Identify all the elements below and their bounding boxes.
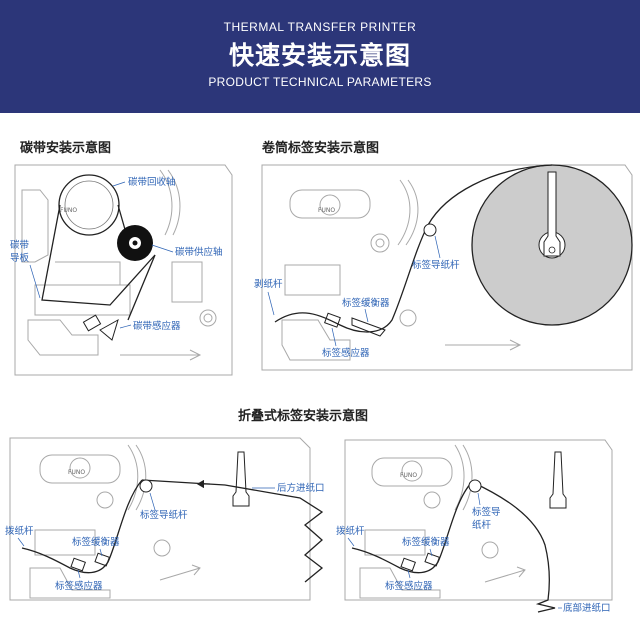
- bottom-buffer: [400, 552, 440, 572]
- rear-cover-hub-label: FUNO: [68, 469, 85, 476]
- bottom-guide-curve-2: [462, 444, 473, 511]
- ribbon-rewind-roll: [58, 174, 120, 236]
- ribbon-rewind-shaft-label: 碳带回收轴: [128, 176, 176, 188]
- ribbon-frame-part: [21, 189, 49, 263]
- bottom-knob: [481, 541, 499, 559]
- rear-guide-bar: [139, 479, 153, 493]
- ribbon-feed-arrow: [120, 349, 202, 361]
- rear-entry-bracket: [232, 451, 250, 507]
- roll-buffer-label: 标签缓衡器: [342, 297, 390, 309]
- header-title: 快速安装示意图: [228, 41, 411, 70]
- bottom-guide-bar-label-1: 标签导: [472, 506, 501, 518]
- rear-cover-hub: [69, 457, 91, 479]
- roll-guide-curve-2: [405, 179, 419, 246]
- bottom-diagram: [344, 439, 613, 601]
- roll-feed-arrow: [445, 339, 522, 351]
- roll-section-title: 卷筒标签安装示意图: [262, 141, 380, 156]
- bottom-peel-bar-label: 拨纸杆: [336, 525, 365, 537]
- rear-buffer-label: 标签缓衡器: [72, 536, 120, 548]
- ribbon-rewind-hub-label: FUNO: [60, 207, 77, 214]
- roll-guide-bar-label: 标签导纸杆: [412, 259, 460, 271]
- bottom-printer-frame: [344, 439, 613, 601]
- rear-feed-arrow: [159, 564, 201, 581]
- rear-head-block: [34, 529, 96, 556]
- bottom-top-cover: [371, 457, 453, 487]
- ribbon-web: [41, 204, 156, 306]
- bottom-entry-label: 底部进纸口: [563, 602, 611, 614]
- ribbon-diagram: [14, 164, 233, 376]
- ribbon-guide-plate-label-2: 导板: [10, 252, 30, 264]
- ribbon-printer-frame: [14, 164, 233, 376]
- ribbon-lower-body: [27, 319, 99, 356]
- roll-diagram: [261, 164, 633, 371]
- roll-top-cover: [289, 189, 371, 219]
- rear-sensor-label: 标签感应器: [55, 580, 103, 592]
- rear-knob: [153, 539, 171, 557]
- ribbon-web-2: [127, 254, 156, 321]
- rear-guide-bar-label: 标签导纸杆: [140, 509, 188, 521]
- rear-gear: [96, 491, 114, 509]
- roll-label-roll: [471, 164, 633, 326]
- ribbon-supply-roll: [117, 225, 153, 261]
- roll-guide-curve: [397, 179, 411, 246]
- rear-top-cover: [39, 454, 121, 484]
- bottom-guide-curve: [454, 444, 465, 511]
- fanfold-section-title: 折叠式标签安装示意图: [238, 409, 369, 424]
- rear-paper-path: [21, 479, 324, 583]
- header-subtitle-bottom: PRODUCT TECHNICAL PARAMETERS: [208, 75, 432, 89]
- ribbon-guide-plate-label-1: 碳带: [10, 239, 30, 251]
- bottom-feed-arrow: [484, 566, 526, 583]
- ribbon-guide-curve-2: [167, 169, 181, 236]
- roll-guide-bar: [423, 223, 437, 237]
- ribbon-sensor: [82, 314, 119, 341]
- ribbon-supply-shaft-label: 碳带供应轴: [175, 246, 223, 258]
- bottom-buffer-label: 标签缓衡器: [402, 536, 450, 548]
- roll-head-block: [284, 264, 341, 296]
- bottom-lower-body: [359, 567, 441, 599]
- ribbon-knob: [199, 309, 217, 327]
- ribbon-side-block: [171, 261, 203, 303]
- rear-lower-body: [29, 567, 111, 599]
- bottom-head-block: [364, 529, 426, 556]
- rear-guide-curve: [127, 444, 139, 511]
- bottom-cover-hub: [401, 460, 423, 482]
- roll-cover-hub-label: FUNO: [318, 207, 335, 214]
- roll-paper-path: [274, 164, 553, 333]
- header-banner: THERMAL TRANSFER PRINTER 快速安装示意图 PRODUCT…: [0, 0, 640, 113]
- bottom-entry-bracket: [549, 451, 567, 509]
- ribbon-print-head: [34, 284, 131, 316]
- roll-cover-hub: [319, 194, 341, 216]
- rear-printer-frame: [9, 437, 311, 601]
- rear-buffer: [70, 552, 110, 572]
- rear-peel-bar-label: 拨纸杆: [5, 525, 34, 537]
- roll-lower-body: [281, 319, 351, 361]
- roll-sensor-label: 标签感应器: [322, 347, 370, 359]
- ribbon-guide-curve: [159, 169, 173, 236]
- bottom-sensor-label: 标签感应器: [385, 580, 433, 592]
- roll-peel-bar-label: 剥纸杆: [254, 278, 283, 290]
- ribbon-knob-inner: [203, 313, 213, 323]
- bottom-paper-path: [351, 481, 556, 613]
- roll-printer-frame: [261, 164, 633, 371]
- rear-diagram: [9, 437, 311, 601]
- rear-entry-label: 后方进纸口: [277, 482, 325, 494]
- rear-guide-curve-2: [135, 444, 147, 511]
- roll-gear: [370, 233, 390, 253]
- roll-knob: [399, 309, 417, 327]
- bottom-gear: [423, 491, 441, 509]
- ribbon-bracket: [55, 261, 121, 285]
- ribbon-sensor-label: 碳带感应器: [133, 320, 181, 332]
- ribbon-rewind-core: [64, 180, 114, 230]
- roll-buffer: [324, 312, 386, 337]
- ribbon-path: [41, 174, 156, 321]
- bottom-guide-bar: [468, 479, 482, 493]
- ribbon-section-title: 碳带安装示意图: [20, 141, 112, 156]
- header-subtitle-top: THERMAL TRANSFER PRINTER: [223, 20, 417, 34]
- bottom-cover-hub-label: FUNO: [400, 472, 417, 479]
- roll-gear-inner: [375, 238, 385, 248]
- bottom-guide-bar-label-2: 纸杆: [472, 519, 492, 531]
